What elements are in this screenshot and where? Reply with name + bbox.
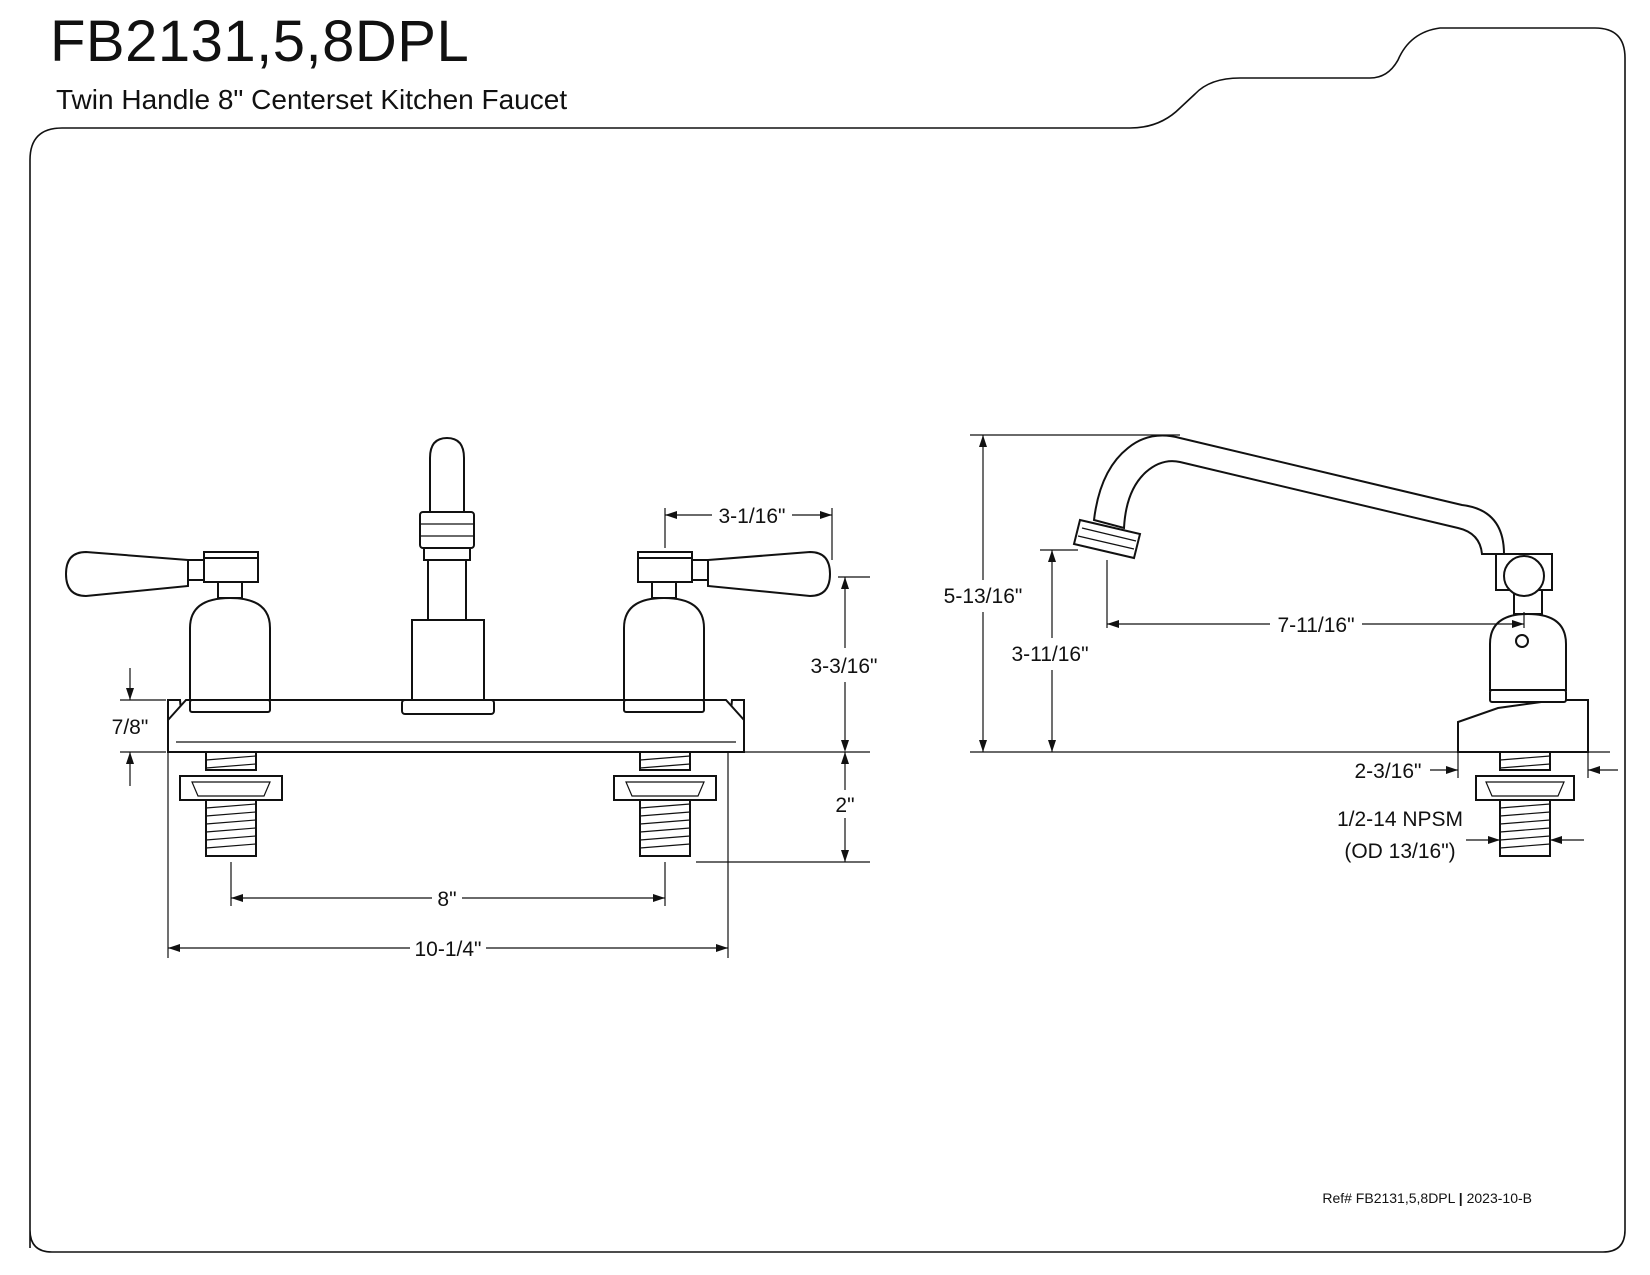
thread-od: (OD 13/16") xyxy=(1344,840,1455,863)
ref-number: Ref# FB2131,5,8DPL xyxy=(1322,1190,1455,1206)
dim-shank-length: 2" xyxy=(835,794,854,817)
dim-total-height: 5-13/16" xyxy=(944,585,1023,608)
dim-deck-height: 7/8" xyxy=(112,716,149,739)
dim-overall-width: 10-1/4" xyxy=(415,938,482,961)
reference-footer: Ref# FB2131,5,8DPL | 2023-10-B xyxy=(1322,1190,1532,1206)
dim-spout-reach: 7-11/16" xyxy=(1277,614,1354,637)
revision: 2023-10-B xyxy=(1466,1190,1532,1206)
sheet-border xyxy=(29,27,1626,1253)
front-view xyxy=(64,436,870,958)
dim-center-spacing: 8" xyxy=(437,888,456,911)
page-title: FB2131,5,8DPL xyxy=(50,9,470,74)
dim-base-depth: 2-3/16" xyxy=(1355,760,1422,783)
thread-spec: 1/2-14 NPSM xyxy=(1337,808,1463,831)
ref-separator: | xyxy=(1458,1190,1463,1206)
page-subtitle: Twin Handle 8" Centerset Kitchen Faucet xyxy=(56,84,568,115)
dim-handle-height: 3-3/16" xyxy=(811,655,878,678)
dim-spout-clearance: 3-11/16" xyxy=(1011,643,1088,666)
dim-handle-offset: 3-1/16" xyxy=(719,505,786,528)
side-view xyxy=(970,434,1618,857)
